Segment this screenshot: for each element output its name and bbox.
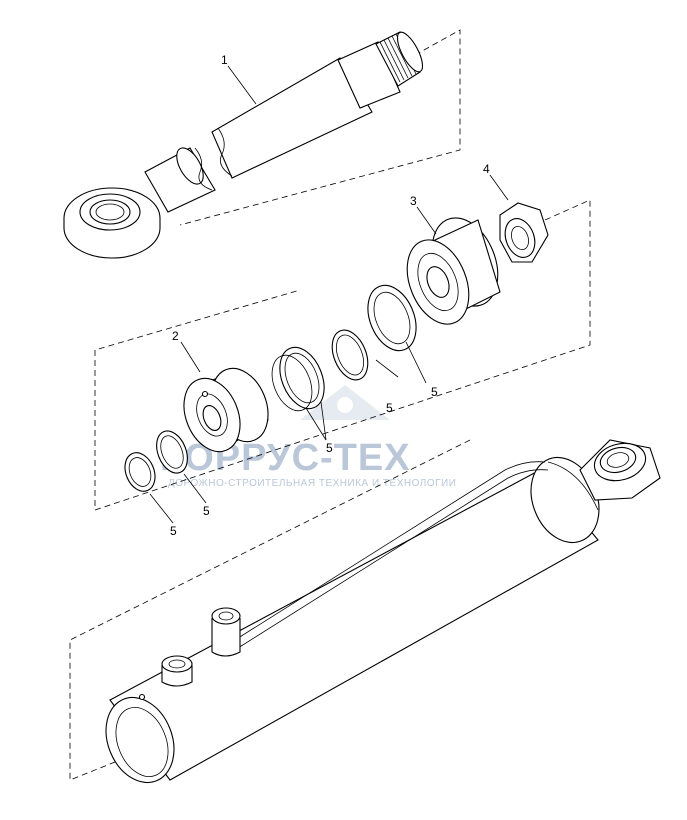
callout-seal-b: 5 [386, 401, 393, 415]
seal-ring-end [124, 452, 156, 492]
watermark-subtitle: ДОРОЖНО-СТРОИТЕЛЬНАЯ ТЕХНИКА И ТЕХНОЛОГИ… [168, 478, 456, 489]
callout-seal-c: 5 [326, 441, 333, 455]
callout-seal-d: 5 [203, 504, 210, 518]
cylinder-barrel [105, 439, 661, 784]
callout-rod: 1 [221, 53, 228, 67]
callout-labels: 1 2 3 4 5 5 5 5 5 [170, 53, 490, 538]
watermark-title: КОРРУС-ТЕХ [160, 437, 411, 479]
callout-seal-e: 5 [170, 524, 177, 538]
callout-piston: 2 [172, 329, 179, 343]
callout-gland: 3 [410, 194, 417, 208]
seal-ring-large [367, 284, 417, 352]
watermark: КОРРУС-ТЕХ ДОРОЖНО-СТРОИТЕЛЬНАЯ ТЕХНИКА … [160, 385, 456, 489]
callout-seal-a: 5 [431, 385, 438, 399]
cylinder-gland [406, 217, 501, 325]
piston [183, 367, 269, 453]
seal-rings [124, 284, 417, 492]
seal-ring-mid [156, 430, 188, 474]
seal-ring-small-thin [331, 329, 369, 381]
callout-nut: 4 [483, 162, 490, 176]
assembly-axis-lines [69, 29, 591, 781]
leader-lines [149, 65, 509, 524]
seal-ring-wide [271, 346, 325, 412]
lock-nut [499, 202, 549, 263]
piston-rod [63, 31, 424, 259]
